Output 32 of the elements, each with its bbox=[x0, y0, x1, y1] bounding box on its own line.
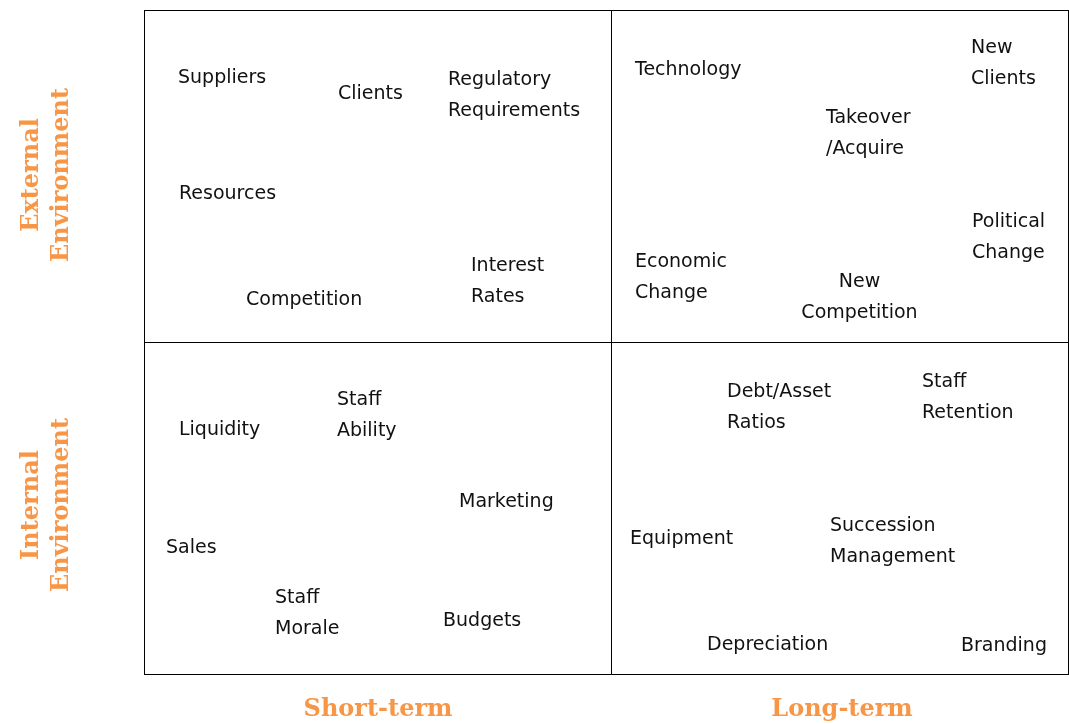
axis-label: External Environment bbox=[15, 86, 75, 265]
factor-label: Resources bbox=[179, 180, 277, 205]
axis-label: Long-term bbox=[770, 693, 914, 723]
factor-label: Competition bbox=[246, 286, 363, 311]
factor-label: New Competition bbox=[800, 268, 919, 324]
quadrant-box bbox=[144, 342, 612, 675]
factor-label: Interest Rates bbox=[471, 252, 546, 308]
quadrant-box bbox=[144, 10, 612, 343]
factor-label: Regulatory Requirements bbox=[448, 66, 582, 122]
factor-label: Political Change bbox=[972, 208, 1047, 264]
factor-label: Equipment bbox=[630, 525, 734, 550]
factor-label: Takeover /Acquire bbox=[826, 104, 912, 160]
factor-label: Marketing bbox=[459, 488, 554, 513]
factor-label: Debt/Asset Ratios bbox=[727, 378, 833, 434]
factor-label: Sales bbox=[166, 534, 217, 559]
factor-label: Suppliers bbox=[178, 64, 267, 89]
factor-label: Liquidity bbox=[179, 416, 261, 441]
axis-label: Short-term bbox=[302, 693, 454, 723]
factor-label: Staff Ability bbox=[337, 386, 398, 442]
factor-label: Staff Morale bbox=[275, 584, 341, 640]
factor-label: Clients bbox=[338, 80, 403, 105]
factor-label: Succession Management bbox=[830, 512, 957, 568]
factor-label: Depreciation bbox=[707, 631, 829, 656]
factor-label: Technology bbox=[635, 56, 742, 81]
quadrant-box bbox=[611, 342, 1069, 675]
axis-label: Internal Environment bbox=[15, 416, 75, 595]
factor-label: Budgets bbox=[443, 607, 522, 632]
factor-label: New Clients bbox=[971, 34, 1037, 90]
factor-label: Economic Change bbox=[635, 248, 728, 304]
factor-label: Staff Retention bbox=[922, 368, 1015, 424]
factor-label: Branding bbox=[961, 632, 1047, 657]
quadrant-box bbox=[611, 10, 1069, 343]
